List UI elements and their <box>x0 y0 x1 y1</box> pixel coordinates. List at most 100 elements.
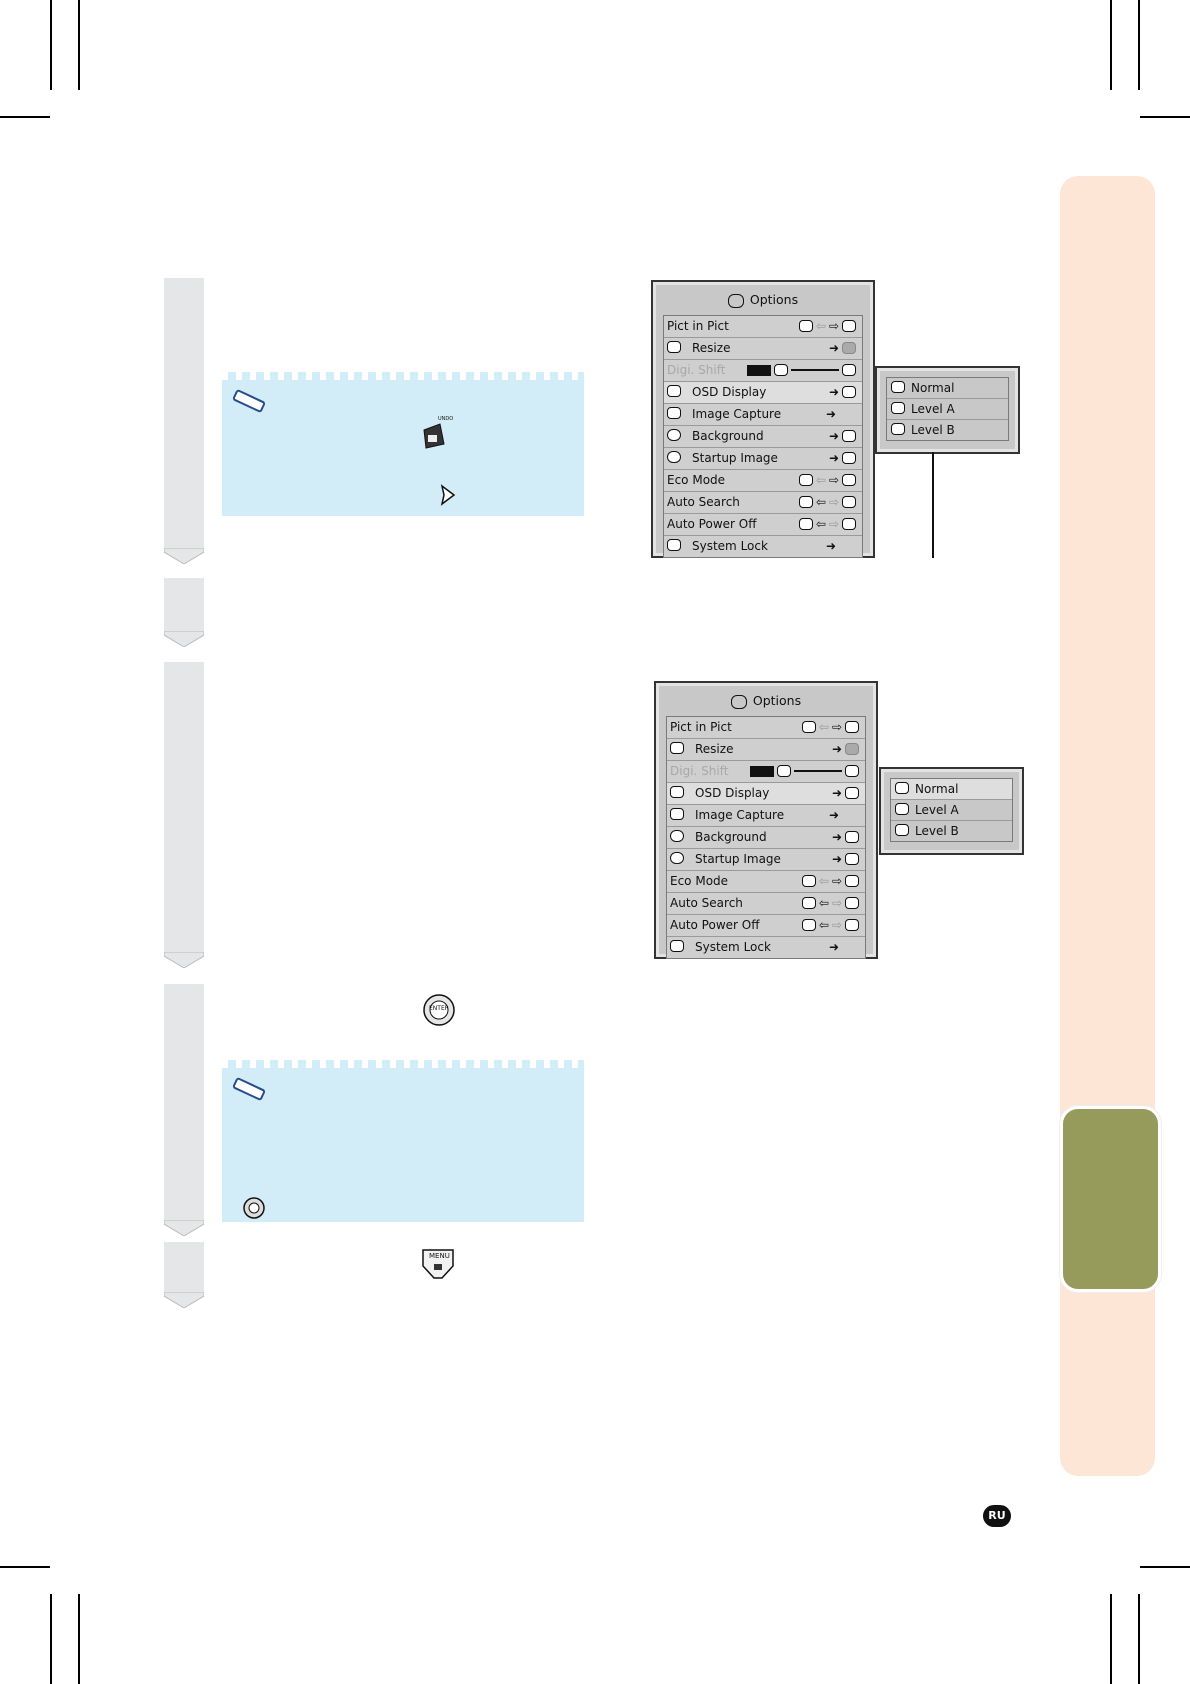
lock-icon <box>670 940 684 952</box>
pip-icon <box>798 320 813 332</box>
value-icon <box>845 853 859 865</box>
row-label: Eco Mode <box>670 874 729 888</box>
menu-row-image-capture[interactable]: Image Capture ➜ <box>667 805 865 827</box>
off-icon <box>845 897 859 909</box>
menu-row-image-capture[interactable]: Image Capture ➜ <box>664 404 862 426</box>
background-icon <box>670 830 684 842</box>
menu-row-startup-image[interactable]: Startup Image ➜ <box>667 849 865 871</box>
on-icon <box>801 875 816 887</box>
value-icon <box>842 430 856 442</box>
normal-icon <box>891 381 905 393</box>
crop-mark <box>78 0 80 90</box>
crop-mark <box>1110 1594 1112 1684</box>
menu-title: Options <box>752 693 802 708</box>
submenu-item-normal[interactable]: Normal <box>891 779 1012 800</box>
submenu-item-level-a[interactable]: Level A <box>887 399 1008 420</box>
crop-mark <box>1140 1566 1190 1568</box>
menu-row-eco-mode[interactable]: Eco Mode ⇦⇨ <box>664 470 862 492</box>
slider-track <box>794 770 842 772</box>
menu-title: Options <box>749 292 799 307</box>
image-icon <box>845 743 859 755</box>
pip-off-icon <box>842 320 856 332</box>
lock-icon <box>667 539 681 551</box>
off-icon <box>842 496 856 508</box>
step-bar-2 <box>164 578 204 647</box>
step-bar-3 <box>164 662 204 968</box>
shift-icon <box>845 765 859 777</box>
menu-row-pict-in-pict[interactable]: Pict in Pict ⇦⇨ <box>667 717 865 739</box>
menu-label: MENU <box>429 1252 450 1260</box>
crop-mark <box>50 1594 52 1684</box>
row-label: Image Capture <box>695 808 785 822</box>
row-label: Startup Image <box>695 852 781 866</box>
level-b-icon <box>891 423 905 435</box>
enter-label: ENTER <box>429 1005 449 1012</box>
undo-button-icon: UNDO <box>418 416 453 450</box>
slider-track <box>791 369 839 371</box>
step-bar-1 <box>164 278 204 564</box>
on-icon <box>798 518 813 530</box>
row-label: OSD Display <box>692 385 767 399</box>
menu-row-eco-mode[interactable]: Eco Mode ⇦⇨ <box>667 871 865 893</box>
value-icon <box>842 452 856 464</box>
menu-row-startup-image[interactable]: Startup Image ➜ <box>664 448 862 470</box>
row-label: Background <box>695 830 767 844</box>
resize-icon <box>670 742 684 754</box>
submenu-item-normal[interactable]: Normal <box>887 378 1008 399</box>
on-icon <box>798 496 813 508</box>
enter-button-icon <box>243 1197 265 1219</box>
menu-row-system-lock[interactable]: System Lock ➜ <box>667 937 865 958</box>
shift-icon <box>842 364 856 376</box>
background-icon <box>667 429 681 441</box>
on-icon <box>801 919 816 931</box>
language-badge: RU <box>983 1505 1011 1527</box>
options-icon <box>727 293 744 308</box>
side-section-tab-active <box>1060 1106 1161 1292</box>
submenu-item-level-a[interactable]: Level A <box>891 800 1012 821</box>
osd-icon <box>845 787 859 799</box>
osd-submenu-top: Normal Level A Level B <box>875 366 1020 454</box>
value-box <box>750 765 774 777</box>
menu-row-auto-search[interactable]: Auto Search ⇦⇨ <box>664 492 862 514</box>
menu-row-digi-shift: Digi. Shift <box>664 360 862 382</box>
row-label: Startup Image <box>692 451 778 465</box>
note-box: UNDO <box>222 372 584 516</box>
image-icon <box>842 342 856 354</box>
level-a-icon <box>891 402 905 414</box>
startup-icon <box>670 852 684 864</box>
menu-row-osd-display[interactable]: OSD Display ➜ <box>664 382 862 404</box>
menu-row-background[interactable]: Background ➜ <box>667 827 865 849</box>
menu-row-pict-in-pict[interactable]: Pict in Pict ⇦⇨ <box>664 316 862 338</box>
options-menu-bottom: Options Pict in Pict ⇦⇨ Resize ➜ Digi. S… <box>654 681 878 959</box>
capture-icon <box>670 808 684 820</box>
pencil-icon <box>232 389 266 413</box>
submenu-item-level-b[interactable]: Level B <box>891 821 1012 841</box>
step-bar-4 <box>164 984 204 1236</box>
off-icon <box>845 875 859 887</box>
submenu-list: Normal Level A Level B <box>890 778 1013 842</box>
options-icon <box>730 694 747 709</box>
enter-button-icon: ENTER <box>422 993 456 1027</box>
shift-icon <box>777 765 791 777</box>
crop-mark <box>0 1566 50 1568</box>
row-label: Auto Search <box>667 495 740 509</box>
menu-row-resize[interactable]: Resize ➜ <box>664 338 862 360</box>
menu-list: Pict in Pict ⇦⇨ Resize ➜ Digi. Shift OSD… <box>666 716 866 959</box>
menu-row-resize[interactable]: Resize ➜ <box>667 739 865 761</box>
osd-submenu-bottom: Normal Level A Level B <box>879 767 1024 855</box>
row-label: System Lock <box>695 940 771 954</box>
osd-icon <box>842 386 856 398</box>
row-label: Auto Power Off <box>670 918 760 932</box>
row-label: OSD Display <box>695 786 770 800</box>
menu-row-system-lock[interactable]: System Lock ➜ <box>664 536 862 557</box>
undo-label: UNDO <box>438 416 454 422</box>
level-a-icon <box>895 803 909 815</box>
menu-row-auto-power-off[interactable]: Auto Power Off ⇦⇨ <box>667 915 865 937</box>
menu-row-background[interactable]: Background ➜ <box>664 426 862 448</box>
submenu-item-level-b[interactable]: Level B <box>887 420 1008 440</box>
menu-row-auto-search[interactable]: Auto Search ⇦⇨ <box>667 893 865 915</box>
value-icon <box>845 831 859 843</box>
crop-mark <box>1138 1594 1140 1684</box>
menu-row-auto-power-off[interactable]: Auto Power Off ⇦⇨ <box>664 514 862 536</box>
menu-row-osd-display[interactable]: OSD Display ➜ <box>667 783 865 805</box>
